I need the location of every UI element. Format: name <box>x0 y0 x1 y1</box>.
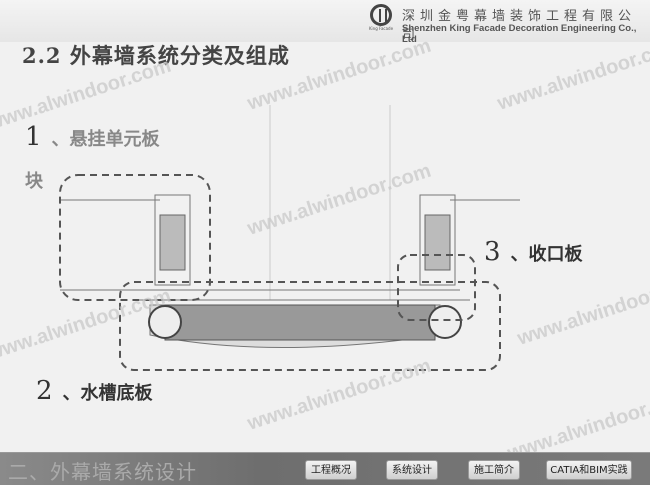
label-gutter-plate: 2、水槽底板 <box>36 376 153 406</box>
nav-button-system-design[interactable]: 系统设计 <box>386 460 438 480</box>
label-unit-panel: 1、悬挂单元板 <box>25 122 160 152</box>
company-name-en: Shenzhen King Facade Decoration Engineer… <box>402 23 637 45</box>
label-closure-plate: 3、收口板 <box>484 237 583 267</box>
nav-button-catia-bim[interactable]: CATIA和BIM实践 <box>546 460 632 480</box>
slide-title: 2.2 外幕墙系统分类及组成 <box>22 43 290 68</box>
company-logo: King Facade <box>368 4 394 37</box>
unit-panel-outline <box>59 174 211 301</box>
company-name-cn: 深圳金粤幕墙装饰工程有限公司 <box>402 9 637 43</box>
footer-nav-bar: 二、外幕墙系统设计 工程概况 系统设计 施工简介 CATIA和BIM实践 <box>0 452 650 485</box>
nav-button-construction-intro[interactable]: 施工简介 <box>468 460 520 480</box>
label-unit-panel-cont: 块 <box>25 171 43 192</box>
closure-plate-outline <box>397 254 476 321</box>
section-title: 二、外幕墙系统设计 <box>8 460 197 484</box>
header-band: King Facade 深圳金粤幕墙装饰工程有限公司 Shenzhen King… <box>0 0 650 45</box>
nav-button-project-overview[interactable]: 工程概况 <box>305 460 357 480</box>
